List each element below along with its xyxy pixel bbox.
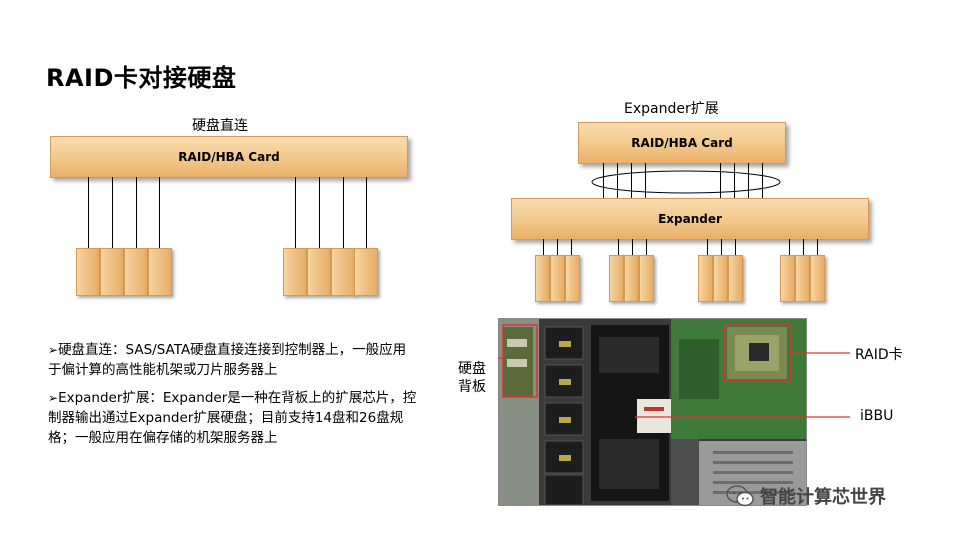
arrow-bullet-icon: ➢ — [48, 343, 59, 357]
wire — [762, 163, 763, 199]
callout-raid-card: RAID卡 — [855, 347, 903, 363]
bullet-item-expander: ➢Expander扩展：Expander是一种在背板上的扩展芯片，控制器输出通过… — [48, 388, 418, 448]
wire — [735, 239, 736, 255]
wire — [646, 239, 647, 255]
wire — [632, 239, 633, 255]
wire — [88, 177, 89, 248]
raid-hba-card-left-label: RAID/HBA Card — [178, 150, 280, 164]
bullet-text: 硬盘直连：SAS/SATA硬盘直接连接到控制器上，一般应用于偏计算的高性能机架或… — [48, 342, 407, 378]
hard-disk — [354, 248, 378, 296]
expander-diagram-label: Expander扩展 — [624, 101, 719, 117]
callout-backplane: 硬盘背板 — [458, 361, 486, 395]
bullet-item-direct: ➢硬盘直连：SAS/SATA硬盘直接连接到控制器上，一般应用于偏计算的高性能机架… — [48, 340, 418, 380]
wire — [721, 239, 722, 255]
wire — [159, 177, 160, 248]
hard-disk — [76, 248, 100, 296]
wire — [295, 177, 296, 248]
wire — [603, 163, 604, 199]
wire — [817, 239, 818, 255]
wire — [707, 239, 708, 255]
hard-disk — [565, 255, 580, 302]
wire — [734, 163, 735, 199]
wire — [631, 163, 632, 199]
hard-disk — [639, 255, 654, 302]
wire — [571, 239, 572, 255]
raid-hba-card-right-label: RAID/HBA Card — [631, 136, 733, 150]
raid-hba-card-left: RAID/HBA Card — [50, 136, 408, 178]
wire — [789, 239, 790, 255]
wire — [618, 239, 619, 255]
watermark-text: 智能计算芯世界 — [760, 487, 886, 508]
direct-attach-label: 硬盘直连 — [192, 118, 248, 134]
hard-disk — [810, 255, 825, 302]
wire — [112, 177, 113, 248]
arrow-bullet-icon: ➢ — [48, 391, 59, 405]
hard-disk — [307, 248, 331, 296]
bullet-list: ➢硬盘直连：SAS/SATA硬盘直接连接到控制器上，一般应用于偏计算的高性能机架… — [48, 340, 418, 456]
wire — [617, 163, 618, 199]
wire — [748, 163, 749, 199]
wire — [557, 239, 558, 255]
expander-chip-label: Expander — [658, 212, 722, 226]
hard-disk — [795, 255, 810, 302]
hard-disk — [124, 248, 148, 296]
hard-disk — [698, 255, 713, 302]
wire — [366, 177, 367, 248]
server-photo — [498, 318, 807, 506]
callout-ibbu: iBBU — [860, 408, 894, 424]
wire — [319, 177, 320, 248]
hard-disk — [535, 255, 550, 302]
wire — [136, 177, 137, 248]
bullet-text: Expander扩展：Expander是一种在背板上的扩展芯片，控制器输出通过E… — [48, 390, 417, 446]
hard-disk — [713, 255, 728, 302]
wire — [543, 239, 544, 255]
server-internals-illustration — [499, 319, 806, 505]
hard-disk — [624, 255, 639, 302]
hard-disk — [550, 255, 565, 302]
cable-bundle-ellipse — [591, 170, 781, 194]
expander-chip: Expander — [511, 198, 869, 240]
wire — [720, 163, 721, 199]
hard-disk — [728, 255, 743, 302]
wire — [343, 177, 344, 248]
wechat-icon — [726, 485, 754, 507]
raid-hba-card-right: RAID/HBA Card — [578, 122, 786, 164]
wire — [803, 239, 804, 255]
hard-disk — [331, 248, 355, 296]
page-title: RAID卡对接硬盘 — [46, 64, 237, 92]
hard-disk — [780, 255, 795, 302]
hard-disk — [609, 255, 624, 302]
wire — [645, 163, 646, 199]
watermark: 智能计算芯世界 — [726, 483, 886, 509]
hard-disk — [283, 248, 307, 296]
callout-lines — [498, 352, 850, 418]
hard-disk — [148, 248, 172, 296]
hard-disk — [100, 248, 124, 296]
